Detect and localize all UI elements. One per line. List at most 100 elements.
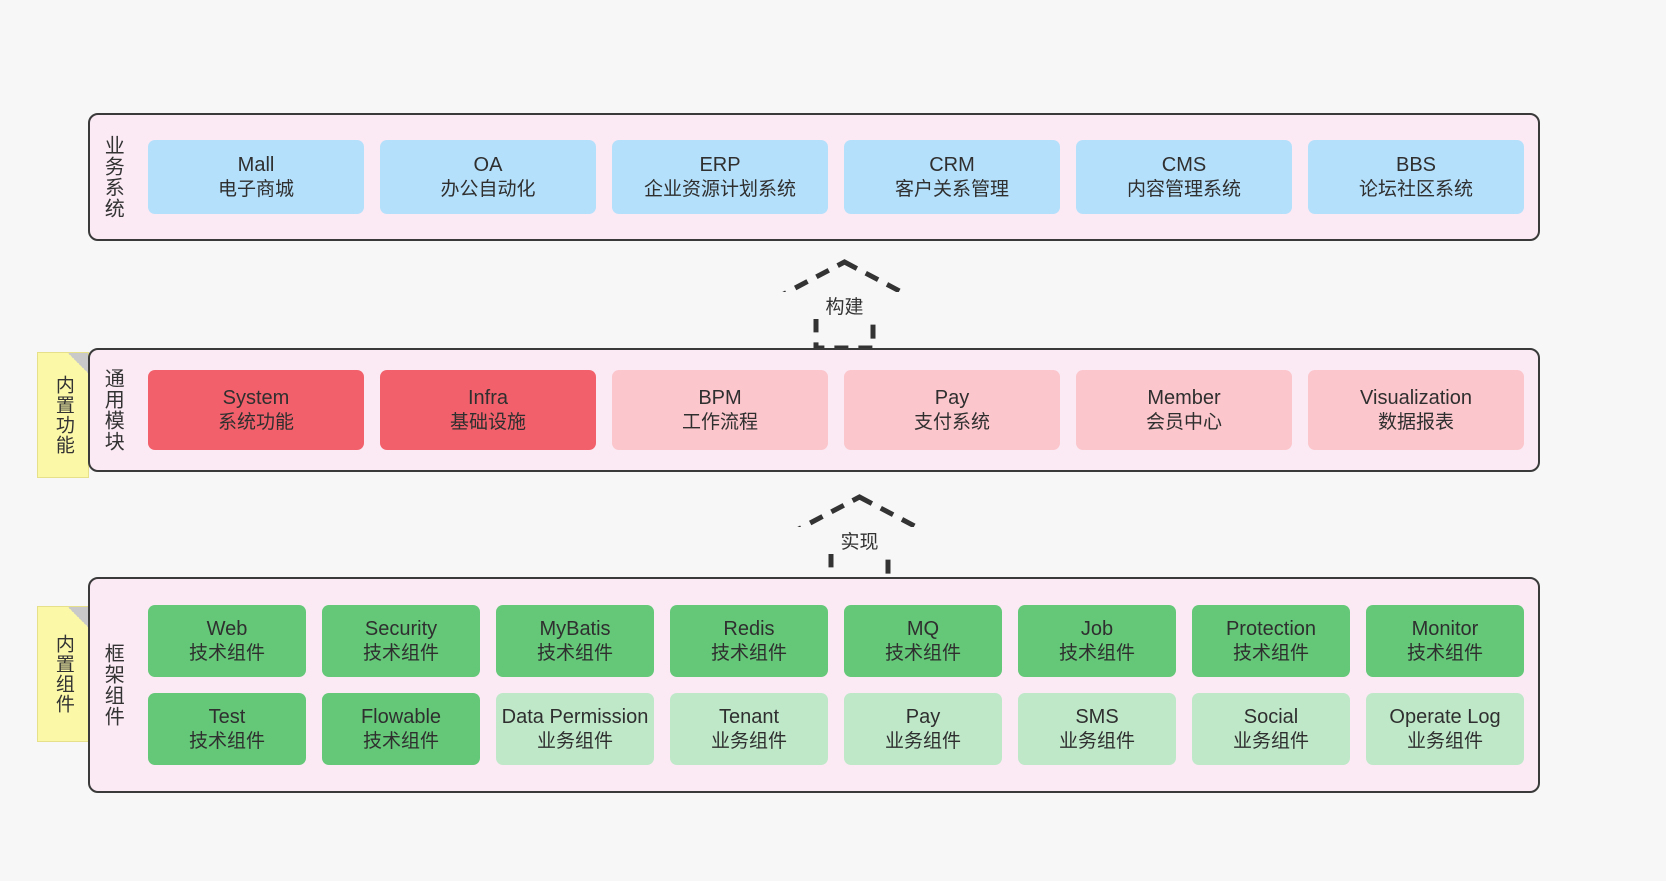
arrow-build: 构建 xyxy=(757,258,932,348)
business-card-row: Mall 电子商城 OA 办公自动化 ERP 企业资源计划系统 CRM 客户关系… xyxy=(148,140,1524,214)
card-title: Flowable xyxy=(360,706,442,729)
card-title: Operate Log xyxy=(1389,706,1501,729)
card-title: Redis xyxy=(723,618,775,641)
note-label: 内置组件 xyxy=(52,634,74,714)
card-title: Monitor xyxy=(1411,618,1479,641)
card-title: Security xyxy=(364,618,438,641)
layer-title-modules: 通用模块 xyxy=(101,368,124,452)
layer-body-business: Mall 电子商城 OA 办公自动化 ERP 企业资源计划系统 CRM 客户关系… xyxy=(134,115,1538,239)
card-subtitle: 客户关系管理 xyxy=(894,178,1009,200)
card-title: Web xyxy=(206,618,248,641)
card-data-permission[interactable]: Data Permission 业务组件 xyxy=(496,693,654,765)
card-bbs[interactable]: BBS 论坛社区系统 xyxy=(1308,140,1524,214)
card-pay-component[interactable]: Pay 业务组件 xyxy=(844,693,1002,765)
card-tenant[interactable]: Tenant 业务组件 xyxy=(670,693,828,765)
card-subtitle: 技术组件 xyxy=(884,642,961,664)
card-subtitle: 系统功能 xyxy=(217,411,294,433)
card-monitor[interactable]: Monitor 技术组件 xyxy=(1366,605,1524,677)
card-mall[interactable]: Mall 电子商城 xyxy=(148,140,364,214)
card-subtitle: 技术组件 xyxy=(1058,642,1135,664)
card-flowable[interactable]: Flowable 技术组件 xyxy=(322,693,480,765)
card-title: MQ xyxy=(906,618,940,641)
arrow-implement: 实现 xyxy=(772,493,947,583)
layer-business-systems: 业务系统 Mall 电子商城 OA 办公自动化 ERP 企业资源计划系统 CRM… xyxy=(88,113,1540,241)
card-subtitle: 技术组件 xyxy=(1232,642,1309,664)
card-erp[interactable]: ERP 企业资源计划系统 xyxy=(612,140,828,214)
card-subtitle: 支付系统 xyxy=(913,411,990,433)
card-subtitle: 业务组件 xyxy=(1058,730,1135,752)
card-protection[interactable]: Protection 技术组件 xyxy=(1192,605,1350,677)
card-job[interactable]: Job 技术组件 xyxy=(1018,605,1176,677)
card-pay-module[interactable]: Pay 支付系统 xyxy=(844,370,1060,450)
card-crm[interactable]: CRM 客户关系管理 xyxy=(844,140,1060,214)
card-subtitle: 数据报表 xyxy=(1377,411,1454,433)
card-subtitle: 技术组件 xyxy=(1406,642,1483,664)
card-title: Data Permission xyxy=(501,706,649,729)
card-subtitle: 论坛社区系统 xyxy=(1358,178,1473,200)
card-subtitle: 业务组件 xyxy=(884,730,961,752)
card-oa[interactable]: OA 办公自动化 xyxy=(380,140,596,214)
card-subtitle: 技术组件 xyxy=(710,642,787,664)
card-sms[interactable]: SMS 业务组件 xyxy=(1018,693,1176,765)
card-subtitle: 技术组件 xyxy=(188,730,265,752)
card-social[interactable]: Social 业务组件 xyxy=(1192,693,1350,765)
card-operate-log[interactable]: Operate Log 业务组件 xyxy=(1366,693,1524,765)
card-subtitle: 技术组件 xyxy=(188,642,265,664)
card-mq[interactable]: MQ 技术组件 xyxy=(844,605,1002,677)
card-web[interactable]: Web 技术组件 xyxy=(148,605,306,677)
card-title: Test xyxy=(208,706,246,729)
card-title: BBS xyxy=(1395,154,1437,177)
card-subtitle: 业务组件 xyxy=(536,730,613,752)
framework-tech-row: Web 技术组件 Security 技术组件 MyBatis 技术组件 Redi… xyxy=(148,605,1524,677)
card-title: CRM xyxy=(929,154,975,177)
card-redis[interactable]: Redis 技术组件 xyxy=(670,605,828,677)
card-title: Infra xyxy=(467,387,509,410)
card-subtitle: 业务组件 xyxy=(1406,730,1483,752)
card-system[interactable]: System 系统功能 xyxy=(148,370,364,450)
layer-framework-components: 框架组件 Web 技术组件 Security 技术组件 MyBatis 技术组件… xyxy=(88,577,1540,793)
card-title: Tenant xyxy=(718,706,780,729)
card-title: Member xyxy=(1147,387,1221,410)
card-subtitle: 业务组件 xyxy=(1232,730,1309,752)
card-subtitle: 技术组件 xyxy=(362,642,439,664)
card-title: Social xyxy=(1243,706,1299,729)
card-subtitle: 会员中心 xyxy=(1145,411,1222,433)
card-subtitle: 企业资源计划系统 xyxy=(643,178,796,200)
card-title: Pay xyxy=(934,387,970,410)
card-title: Visualization xyxy=(1360,387,1472,410)
layer-common-modules: 通用模块 System 系统功能 Infra 基础设施 BPM 工作流程 Pay… xyxy=(88,348,1540,472)
note-builtin-features: 内置功能 xyxy=(37,352,89,478)
note-label: 内置功能 xyxy=(52,375,74,455)
card-title: Mall xyxy=(237,154,275,177)
card-cms[interactable]: CMS 内容管理系统 xyxy=(1076,140,1292,214)
card-test[interactable]: Test 技术组件 xyxy=(148,693,306,765)
framework-business-row: Test 技术组件 Flowable 技术组件 Data Permission … xyxy=(148,693,1524,765)
card-bpm[interactable]: BPM 工作流程 xyxy=(612,370,828,450)
arrow-implement-label: 实现 xyxy=(772,527,947,554)
card-title: Pay xyxy=(905,706,941,729)
layer-title-business: 业务系统 xyxy=(101,135,124,219)
card-title: MyBatis xyxy=(539,618,611,641)
card-subtitle: 技术组件 xyxy=(362,730,439,752)
card-security[interactable]: Security 技术组件 xyxy=(322,605,480,677)
card-infra[interactable]: Infra 基础设施 xyxy=(380,370,596,450)
card-subtitle: 电子商城 xyxy=(217,178,294,200)
modules-card-row: System 系统功能 Infra 基础设施 BPM 工作流程 Pay 支付系统… xyxy=(148,370,1524,450)
card-title: BPM xyxy=(698,387,742,410)
card-title: SMS xyxy=(1075,706,1119,729)
layer-body-framework: Web 技术组件 Security 技术组件 MyBatis 技术组件 Redi… xyxy=(134,579,1538,791)
card-visualization[interactable]: Visualization 数据报表 xyxy=(1308,370,1524,450)
card-subtitle: 内容管理系统 xyxy=(1126,178,1241,200)
card-title: Protection xyxy=(1225,618,1317,641)
card-title: OA xyxy=(473,154,503,177)
card-title: CMS xyxy=(1161,154,1207,177)
card-subtitle: 技术组件 xyxy=(536,642,613,664)
card-mybatis[interactable]: MyBatis 技术组件 xyxy=(496,605,654,677)
card-subtitle: 业务组件 xyxy=(710,730,787,752)
card-subtitle: 工作流程 xyxy=(681,411,758,433)
layer-body-modules: System 系统功能 Infra 基础设施 BPM 工作流程 Pay 支付系统… xyxy=(134,350,1538,470)
card-title: ERP xyxy=(699,154,741,177)
layer-title-framework: 框架组件 xyxy=(101,643,124,727)
card-member[interactable]: Member 会员中心 xyxy=(1076,370,1292,450)
